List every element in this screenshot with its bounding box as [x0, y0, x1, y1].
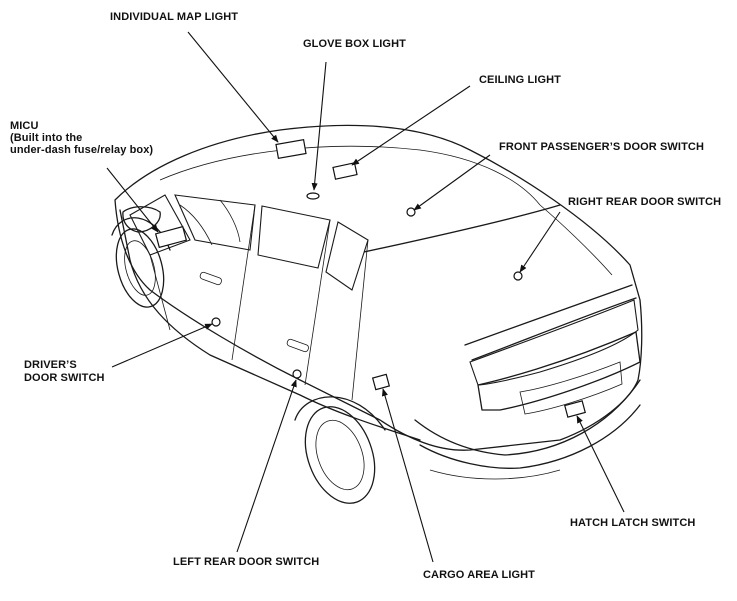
front-passenger-door-switch-component — [406, 207, 416, 217]
label-micu-title: MICU — [10, 120, 39, 132]
drivers-door-switch-component — [211, 317, 221, 327]
label-left-rear-door-switch: LEFT REAR DOOR SWITCH — [173, 556, 319, 568]
left-rear-door-switch-component — [292, 369, 302, 379]
leader-drivers-door-switch — [111, 323, 213, 368]
leader-cargo-area-light — [381, 388, 434, 563]
label-individual-map-light: INDIVIDUAL MAP LIGHT — [110, 11, 238, 23]
label-right-rear-door-switch: RIGHT REAR DOOR SWITCH — [568, 196, 721, 208]
leader-micu — [106, 167, 159, 233]
components — [154, 138, 586, 418]
leader-left-rear-door-switch — [236, 379, 297, 553]
leader-hatch-latch-switch — [576, 415, 625, 513]
ceiling-light-component — [332, 162, 358, 180]
label-front-passenger-door-switch: FRONT PASSENGER’S DOOR SWITCH — [499, 141, 704, 153]
leader-front-passenger-door-switch — [413, 154, 491, 211]
leader-lines — [106, 31, 625, 563]
labels: INDIVIDUAL MAP LIGHT GLOVE BOX LIGHT CEI… — [10, 11, 721, 581]
leader-individual-map-light — [187, 31, 279, 143]
label-drivers-line1: DRIVER’S — [24, 359, 77, 371]
right-rear-door-switch-component — [513, 271, 523, 281]
glove-box-light-component — [306, 192, 320, 200]
cargo-area-light-component — [371, 373, 391, 391]
label-hatch-latch-switch: HATCH LATCH SWITCH — [570, 517, 695, 529]
label-micu-line2: (Built into the — [10, 132, 82, 144]
leader-glove-box-light — [311, 61, 327, 191]
individual-map-light-component — [275, 138, 307, 160]
label-micu-line3: under-dash fuse/relay box) — [10, 144, 153, 156]
label-ceiling-light: CEILING LIGHT — [479, 74, 561, 86]
hatch-latch-switch-component — [564, 400, 586, 418]
car-illustration — [111, 124, 643, 504]
micu-component — [154, 225, 188, 249]
label-glove-box-light: GLOVE BOX LIGHT — [303, 38, 406, 50]
label-cargo-area-light: CARGO AREA LIGHT — [423, 569, 535, 581]
leader-right-rear-door-switch — [519, 211, 561, 273]
label-drivers-line2: DOOR SWITCH — [24, 372, 105, 384]
leader-ceiling-light — [351, 85, 471, 166]
